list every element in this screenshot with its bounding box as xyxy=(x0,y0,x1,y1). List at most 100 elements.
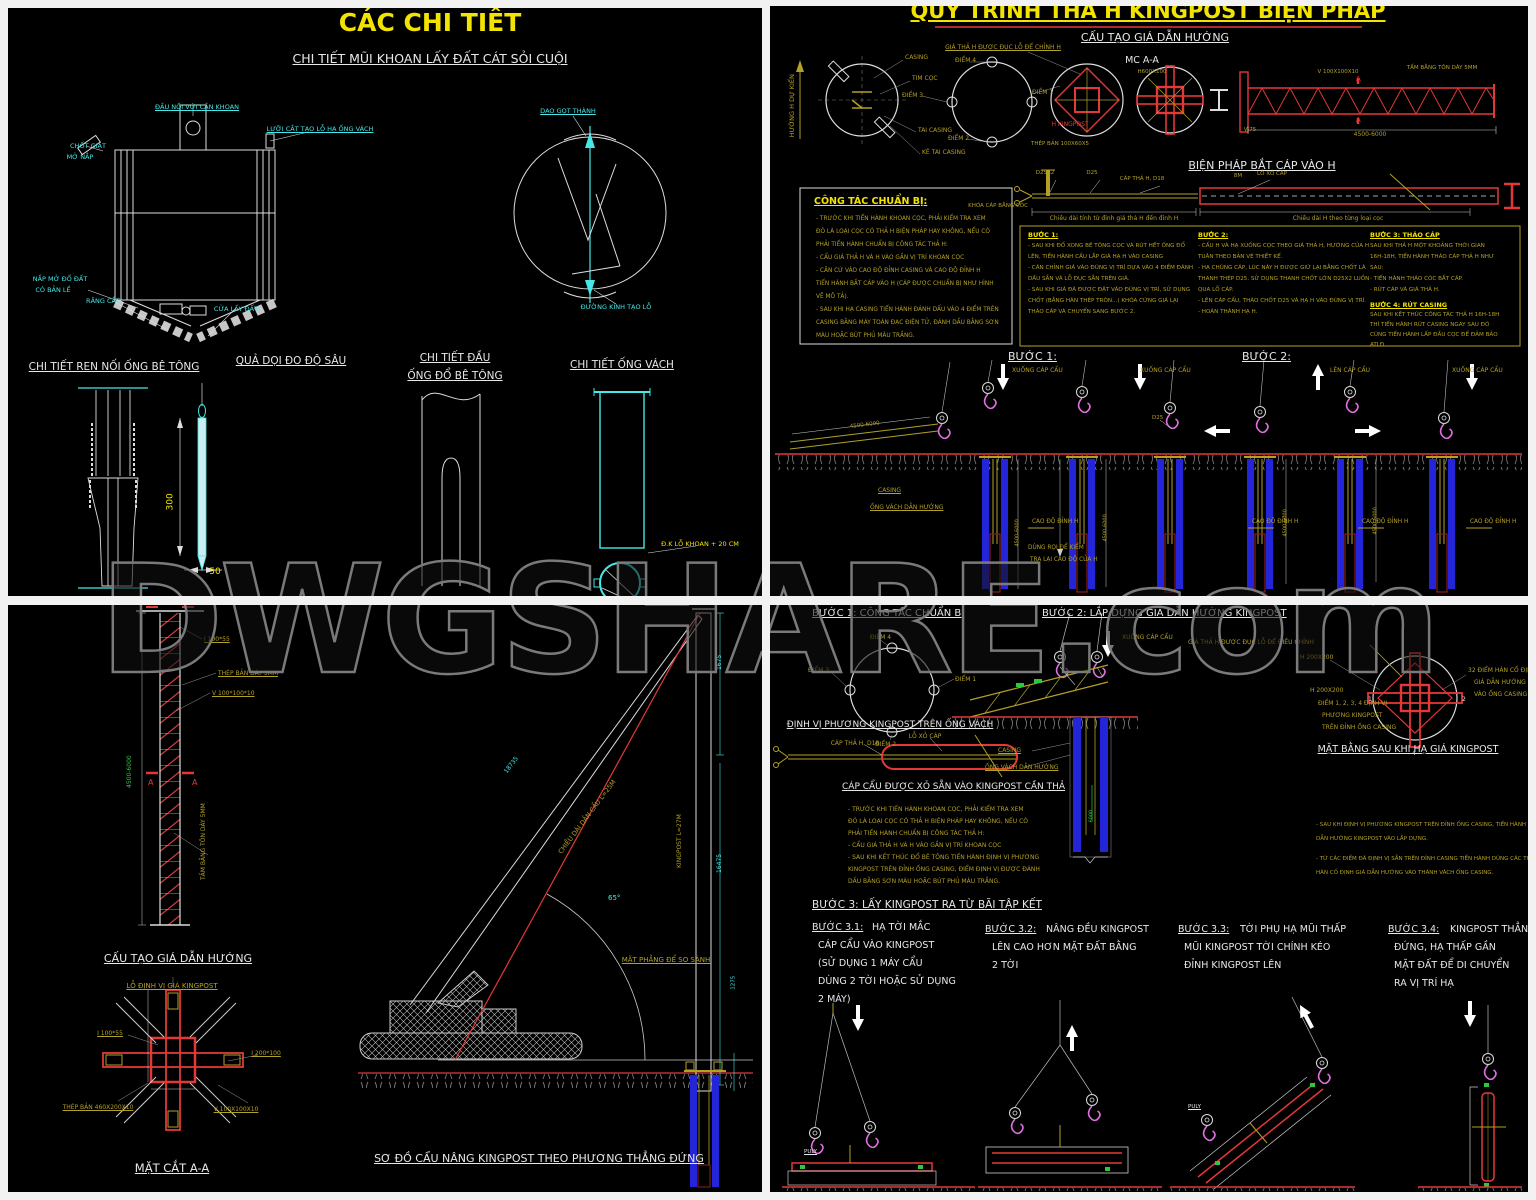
direction-arrow xyxy=(796,60,804,139)
note-line: ATLĐ xyxy=(1370,342,1385,348)
note-line: - LÊN CÁP CẨU, THÁO CHỐT D25 VÀ HẠ H VÀO… xyxy=(1198,298,1367,304)
cad-label: ĐƯỜNG KÍNH TẠO LỖ xyxy=(580,303,652,311)
cad-label: XUỐNG CÁP CẨU xyxy=(1012,367,1063,374)
dimension: 300 xyxy=(165,493,176,511)
note-line: 16H-18H, TIẾN HÀNH THÁO CÁP THẢ H NHƯ xyxy=(1370,254,1494,260)
cad-label: V 100X100X10 xyxy=(1317,69,1359,75)
note-line: - HẠ CHÙNG CÁP, LÚC NÀY H ĐƯỢC GIỮ LẠI B… xyxy=(1198,265,1366,271)
note-line: - SAU KHI HẠ CASING TIẾN HÀNH ĐÁNH DẤU V… xyxy=(816,307,999,313)
cad-label: MC A-A xyxy=(1125,55,1159,66)
cad-label: DÙNG RỌI ĐỂ KIỂM xyxy=(1028,545,1084,551)
cad-label: LƯỠI CẮT TẠO LỖ HẠ ỐNG VÁCH xyxy=(266,125,374,133)
cad-label: A xyxy=(1356,75,1361,83)
dimension: 1675 xyxy=(716,654,723,670)
cad-label: V 75 xyxy=(1243,127,1257,133)
cad-label: H 200X200 xyxy=(1310,687,1344,694)
kingpost-I-symbol xyxy=(1210,89,1228,111)
section-heading: ĐỊNH VỊ PHƯƠNG KINGPOST TRÊN ỐNG VÁCH xyxy=(786,720,994,730)
cad-label: (SỬ DỤNG 1 MÁY CẨU xyxy=(818,958,923,969)
dimension: 4500-6000 xyxy=(1102,514,1109,542)
cad-label: ĐIỂM 1 xyxy=(955,676,977,683)
cad-label: MẶT PHẲNG ĐỂ SO SÁNH xyxy=(621,956,711,964)
note-line: PHẢI TIẾN HÀNH CHUẨN BỊ CÔNG TÁC THẢ H: xyxy=(848,830,985,837)
cad-label: THÉP BẢN 460X200X10 xyxy=(62,1104,134,1111)
cad-label: RĂNG CẮT xyxy=(86,297,120,305)
note-line: - TRƯỚC KHI TIẾN HÀNH KHOAN CỌC, PHẢI KI… xyxy=(816,216,986,222)
section-heading: MẶT BẰNG SAU KHI HẠ GIÁ KINGPOST xyxy=(1317,744,1499,755)
cad-label: DÙNG 2 TỜI HOẶC SỬ DỤNG xyxy=(818,976,956,987)
cad-label: HƯỚNG H DỰ KIẾN xyxy=(787,74,796,138)
cad-label: A xyxy=(192,778,198,787)
cad-label: XUỐNG CÁP CẨU xyxy=(1122,634,1173,641)
cad-label: CASING xyxy=(878,487,902,494)
dimension: 4500-6000 xyxy=(1014,519,1021,547)
guide-truss-drawing xyxy=(1239,71,1497,134)
dimension: 4500-6000 xyxy=(126,755,133,788)
note-line: PHẢI TIẾN HÀNH CHUẨN BỊ CÔNG TÁC THẢ H: xyxy=(816,242,948,248)
dimension: 50 xyxy=(209,567,221,577)
note-line: - SAU KHI KẾT THÚC ĐỔ BÊ TÔNG TIẾN HÀNH … xyxy=(848,854,1040,861)
crane-lift-diagram xyxy=(358,608,753,1188)
note-line: SAU KHI KẾT THÚC CÔNG TÁC THẢ H 16H-18H xyxy=(1370,312,1500,318)
cad-label: 2 xyxy=(1462,696,1466,703)
cad-label: ĐIỂM 3 xyxy=(808,667,830,674)
cad-label: KHÓA CÁP BẰNG CÓC xyxy=(968,203,1028,209)
note-line: - TỪ CÁC ĐIỂM ĐÃ ĐỊNH VỊ SẴN TRÊN ĐỈNH C… xyxy=(1316,856,1528,862)
note-line: DẤU BẰNG SƠN MÀU HOẶC BÚT PHỦ MÀU TRẮNG. xyxy=(848,878,1001,885)
note-line: - SAU KHI ĐỔ XONG BÊ TÔNG CỌC VÀ RÚT HẾT… xyxy=(1028,243,1186,249)
cad-label: ỐNG VÁCH DẪN HƯỚNG xyxy=(985,764,1059,771)
tr-linework xyxy=(775,26,1522,593)
note-line: CASING BẰNG MÁY TOÀN ĐẠC ĐIỆN TỬ, ĐÁNH D… xyxy=(816,320,999,326)
cad-label: NÂNG ĐỀU KINGPOST xyxy=(1046,924,1149,935)
note-line: - HOÀN THÀNH HẠ H. xyxy=(1198,309,1258,315)
section-heading: ỐNG ĐỔ BÊ TÔNG xyxy=(407,370,503,382)
note-heading: BƯỚC 2: xyxy=(1198,231,1229,239)
cad-label: ĐẦU NỐI VỚI CẦN KHOAN xyxy=(154,103,240,111)
tremie-head-drawing xyxy=(421,392,481,586)
cad-label: PHƯƠNG KINGPOST xyxy=(1322,712,1383,719)
note-line: - CĂN CHỈNH GIÁ VÀO ĐÚNG VỊ TRÍ DỰA VÀO … xyxy=(1028,265,1194,271)
cad-label: MŨI KINGPOST TỜI CHÍNH KÉO xyxy=(1184,942,1331,953)
section-heading: CHI TIẾT ỐNG VÁCH xyxy=(570,359,674,371)
note-line: QUA LỖ CÁP. xyxy=(1198,287,1234,293)
note-heading: BƯỚC 1: xyxy=(1028,231,1059,239)
panel-title: CÁC CHI TIẾT xyxy=(338,8,522,37)
note-line: - TIẾN HÀNH THÁO CÓC BẮT CÁP. xyxy=(1370,276,1463,282)
plumb-bob-drawing xyxy=(177,383,222,573)
note-line: SAU KHI THẢ H MỘT KHOẢNG THỜI GIAN xyxy=(1370,243,1485,249)
cad-label: LỖ ĐỊNH VỊ GIÁ KINGPOST xyxy=(126,982,218,990)
cad-label: LÊN CAO HƠN MẶT ĐẤT BẰNG xyxy=(992,942,1137,953)
tl-linework xyxy=(76,104,697,596)
cad-label: CÁP THẢ H, D18 xyxy=(830,740,880,747)
casing-tube-drawing xyxy=(593,388,697,596)
cad-label: CAO ĐỘ ĐỈNH H xyxy=(1032,519,1079,525)
cad-label: CHỐT GIẬT xyxy=(70,142,106,150)
note-heading: BƯỚC 4: RÚT CASING xyxy=(1370,301,1448,309)
cad-label: CAO ĐỘ ĐỈNH H xyxy=(1252,519,1299,525)
note-line: VẼ MÔ TẢ). xyxy=(816,294,849,300)
positioning-circle-drawing xyxy=(829,637,955,741)
note-line: - CẨU GIÁ THẢ H VÀ H VÀO GẦN VỊ TRÍ KHOA… xyxy=(816,255,965,261)
cad-label: ĐỨNG, HẠ THẤP GẦN xyxy=(1394,942,1496,953)
cad-label: DAO GỌT THÀNH xyxy=(540,107,596,115)
cad-label: GIÁ DẪN HƯỚNG xyxy=(1474,679,1526,686)
cad-label: A xyxy=(148,778,154,787)
cad-label: ĐIỂM 2 xyxy=(875,741,897,748)
note-line: ĐÓ LÀ LOẠI CỌC CÓ THẢ H BIỆN PHÁP HAY KH… xyxy=(816,229,990,235)
cad-label: TAI CASING xyxy=(918,127,952,134)
note-line: - CẨU H VÀ HẠ XUỐNG CỌC THEO GIÁ THẢ H, … xyxy=(1198,243,1370,249)
cad-label: CÓ BẢN LỀ xyxy=(35,286,71,294)
cad-label: PULY xyxy=(1188,1104,1202,1110)
cad-label: CASING xyxy=(998,747,1022,754)
note-line: - TRƯỚC KHI TIẾN HÀNH KHOAN CỌC, PHẢI KI… xyxy=(848,806,1024,813)
dimension: Chiều dài H theo từng loại cọc xyxy=(1292,215,1384,222)
lowering-sequence-drawing xyxy=(775,359,1522,593)
cad-label: 4 xyxy=(1412,750,1416,757)
guide-frame-elevation xyxy=(136,606,217,926)
note-heading: BƯỚC 3: THÁO CÁP xyxy=(1370,231,1440,239)
note-line: CŨNG TIẾN HÀNH LẤP ĐẦU CỌC ĐỂ ĐẢM BẢO xyxy=(1370,332,1498,338)
